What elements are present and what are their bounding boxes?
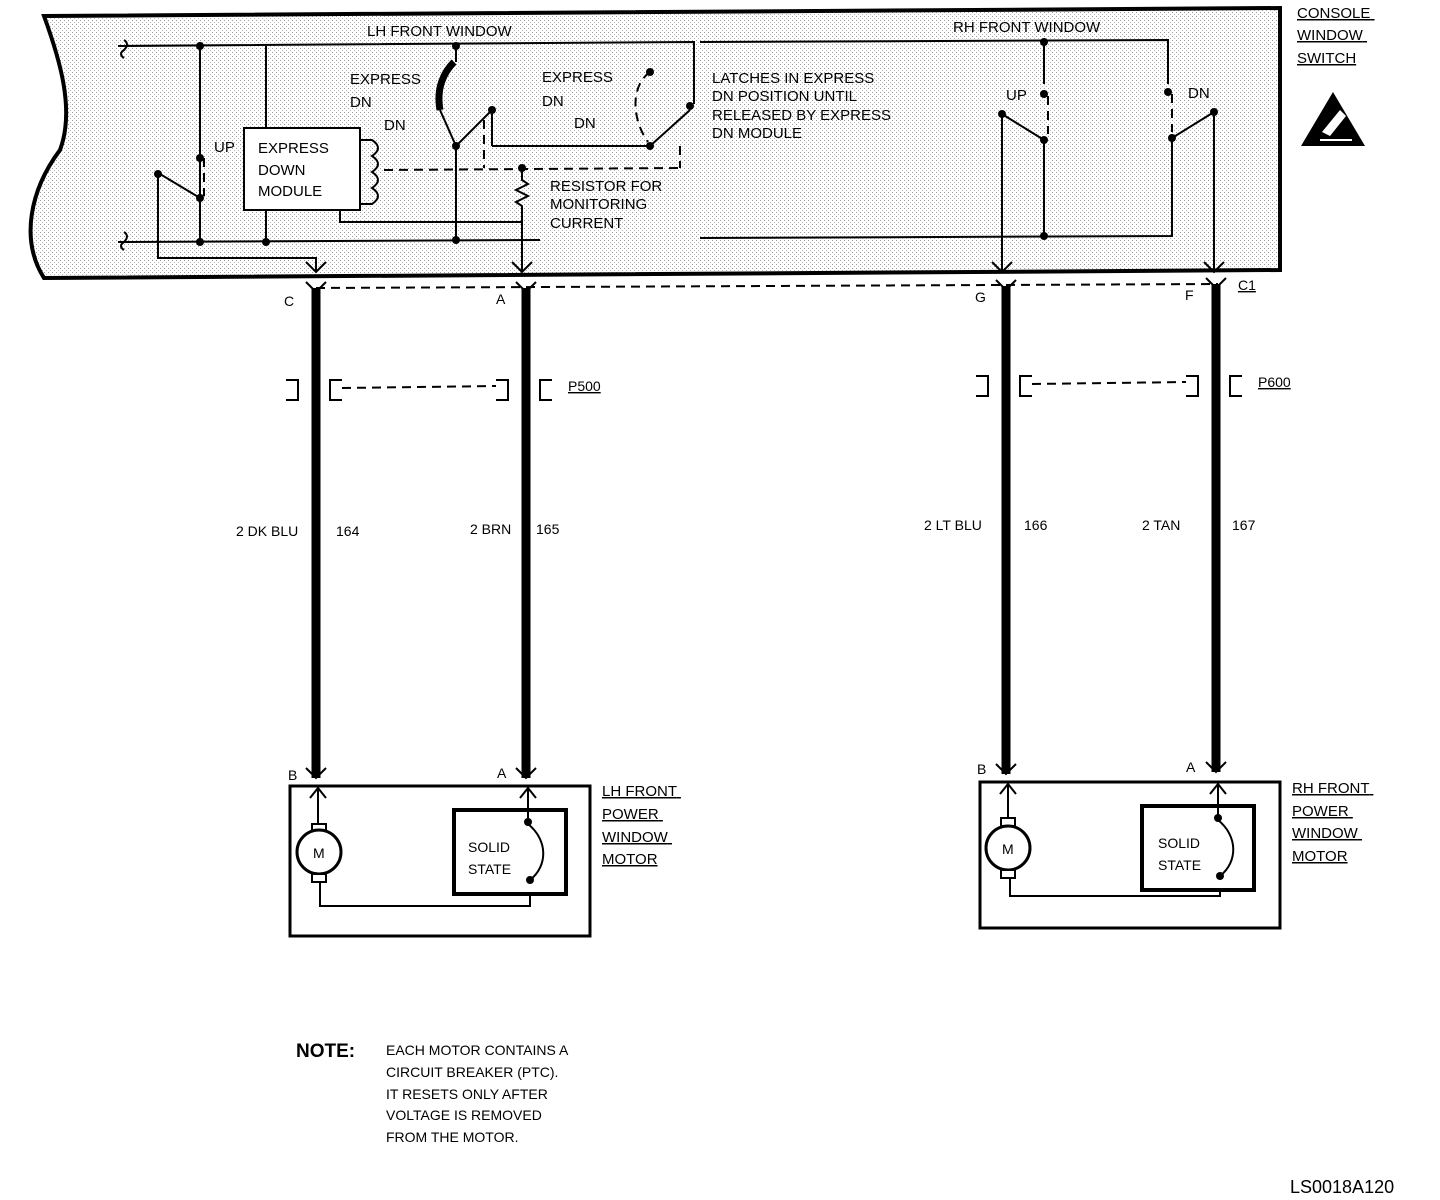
rh-solid-state-line-2: STATE: [1158, 857, 1201, 873]
p500-label: P500: [568, 378, 601, 394]
express-dn-1-line-1: EXPRESS: [350, 71, 421, 88]
wire-164-circuit: 164: [336, 523, 360, 539]
note-block: NOTE: EACH MOTOR CONTAINS A CIRCUIT BREA…: [296, 1041, 571, 1145]
rh-motor-title: RH FRONT POWER WINDOW MOTOR: [1292, 780, 1373, 865]
rh-motor-title-line-2: POWER: [1292, 803, 1349, 820]
switch-title-line-3: SWITCH: [1297, 50, 1356, 67]
connector-c1: C A G F C1: [284, 277, 1256, 309]
lh-motor-title-line-2: POWER: [602, 806, 659, 823]
resistor-icon: [513, 168, 531, 272]
lh-pin-a-label: A: [497, 765, 507, 781]
switch-title-line-1: CONSOLE: [1297, 5, 1370, 22]
rh-pin-a-label: A: [1186, 759, 1196, 775]
rh-pin-b-label: B: [977, 761, 986, 777]
express-down-module-box: [243, 127, 361, 211]
edm-line-3: MODULE: [258, 183, 322, 200]
lh-ptc-breaker-icon: [527, 823, 545, 881]
wire-break-bottom-icon: [120, 231, 128, 251]
resistor-line-3: CURRENT: [550, 215, 623, 232]
wire-break-top-icon: [120, 39, 128, 59]
switch-title-line-2: WINDOW: [1297, 27, 1364, 44]
note-heading: NOTE:: [296, 1041, 355, 1062]
lh-solid-state-label: SOLID STATE: [468, 839, 514, 877]
wire-165: 2 BRN 165: [470, 261, 560, 778]
express-dn-1-line-2: DN: [350, 94, 372, 111]
p600-label: P600: [1258, 374, 1291, 390]
express-dn-label-2: EXPRESS DN: [542, 69, 617, 110]
note-line-1: EACH MOTOR CONTAINS A: [386, 1042, 569, 1058]
console-window-switch: CONSOLE WINDOW SWITCH LH FRONT WINDOW RH…: [28, 5, 1375, 281]
wire-167: 2 TAN 167: [1142, 261, 1256, 772]
note-line-2: CIRCUIT BREAKER (PTC).: [386, 1064, 558, 1080]
note-text: EACH MOTOR CONTAINS A CIRCUIT BREAKER (P…: [386, 1042, 571, 1145]
resistor-line-2: MONITORING: [550, 196, 647, 213]
pin-g-label: G: [975, 289, 986, 305]
note-line-3: IT RESETS ONLY AFTER: [386, 1086, 548, 1102]
second-dn-label: DN: [574, 115, 596, 132]
latch-note-line-1: LATCHES IN EXPRESS: [712, 70, 874, 87]
lh-motor-symbol: M: [313, 845, 325, 861]
wire-164: 2 DK BLU 164: [236, 261, 360, 778]
rh-motor-title-line-4: MOTOR: [1292, 848, 1348, 865]
wire-167-color: 2 TAN: [1142, 517, 1180, 533]
pin-a-label: A: [496, 291, 506, 307]
lh-motor-housing: [288, 784, 592, 938]
pin-f-label: F: [1185, 287, 1194, 303]
rh-dn-label: DN: [1188, 85, 1210, 102]
note-line-5: FROM THE MOTOR.: [386, 1129, 518, 1145]
edm-line-2: DOWN: [258, 162, 306, 179]
resistor-line-1: RESISTOR FOR: [550, 178, 662, 195]
latch-note-line-4: DN MODULE: [712, 125, 802, 142]
connector-p500: P500: [286, 378, 601, 401]
rh-front-window-label: RH FRONT WINDOW: [953, 19, 1101, 36]
esd-warning-icon: [1301, 92, 1365, 146]
wire-166: 2 LT BLU 166: [924, 261, 1048, 774]
lh-front-power-window-motor: B A M SOLID STATE LH FRONT POWER WINDOW …: [288, 765, 681, 938]
connector-p600: P600: [976, 374, 1291, 397]
lh-solid-state-box: [452, 808, 568, 896]
express-dn-2-line-2: DN: [542, 93, 564, 110]
wire-166-circuit: 166: [1024, 517, 1048, 533]
edm-line-1: EXPRESS: [258, 140, 329, 157]
express-dn-2-line-1: EXPRESS: [542, 69, 613, 86]
express-down-module-label: EXPRESS DOWN MODULE: [258, 140, 333, 200]
wire-165-circuit: 165: [536, 521, 560, 537]
lh-front-window-label: LH FRONT WINDOW: [367, 23, 513, 40]
lh-motor-title: LH FRONT POWER WINDOW MOTOR: [602, 783, 681, 868]
express-dn-label-1: EXPRESS DN: [350, 71, 425, 111]
rh-solid-state-box: [1140, 804, 1256, 892]
rh-solid-state-line-1: SOLID: [1158, 835, 1200, 851]
wire-165-color: 2 BRN: [470, 521, 511, 537]
lh-pin-b-label: B: [288, 767, 297, 783]
latch-note: LATCHES IN EXPRESS DN POSITION UNTIL REL…: [712, 70, 895, 142]
note-line-4: VOLTAGE IS REMOVED: [386, 1107, 542, 1123]
coil-dn-label: DN: [384, 117, 406, 134]
lh-motor-title-line-3: WINDOW: [602, 829, 669, 846]
wire-164-color: 2 DK BLU: [236, 523, 298, 539]
lh-up-label: UP: [214, 139, 235, 156]
relay-coil-icon: [360, 139, 379, 205]
c1-label: C1: [1238, 277, 1256, 293]
rh-solid-state-label: SOLID STATE: [1158, 835, 1204, 873]
wire-167-circuit: 167: [1232, 517, 1256, 533]
lh-solid-state-line-1: SOLID: [468, 839, 510, 855]
lh-motor-title-line-4: MOTOR: [602, 851, 658, 868]
rh-front-power-window-motor: B A M SOLID STATE RH FRONT POWER WINDOW …: [977, 759, 1373, 930]
rh-motor-symbol: M: [1002, 841, 1014, 857]
latch-note-line-2: DN POSITION UNTIL: [712, 88, 857, 105]
rh-ptc-breaker-icon: [1217, 819, 1235, 877]
lh-solid-state-line-2: STATE: [468, 861, 511, 877]
rh-up-label: UP: [1006, 87, 1027, 104]
wire-166-color: 2 LT BLU: [924, 517, 982, 533]
console-window-switch-title: CONSOLE WINDOW SWITCH: [1297, 5, 1375, 67]
rh-motor-title-line-3: WINDOW: [1292, 825, 1359, 842]
lh-motor-title-line-1: LH FRONT: [602, 783, 677, 800]
rh-motor-housing: [978, 780, 1282, 930]
resistor-label: RESISTOR FOR MONITORING CURRENT: [550, 178, 666, 232]
latch-note-line-3: RELEASED BY EXPRESS: [712, 107, 891, 124]
rh-motor-title-line-1: RH FRONT: [1292, 780, 1369, 797]
figure-id: LS0018A120: [1290, 1177, 1394, 1197]
pin-c-label: C: [284, 293, 294, 309]
